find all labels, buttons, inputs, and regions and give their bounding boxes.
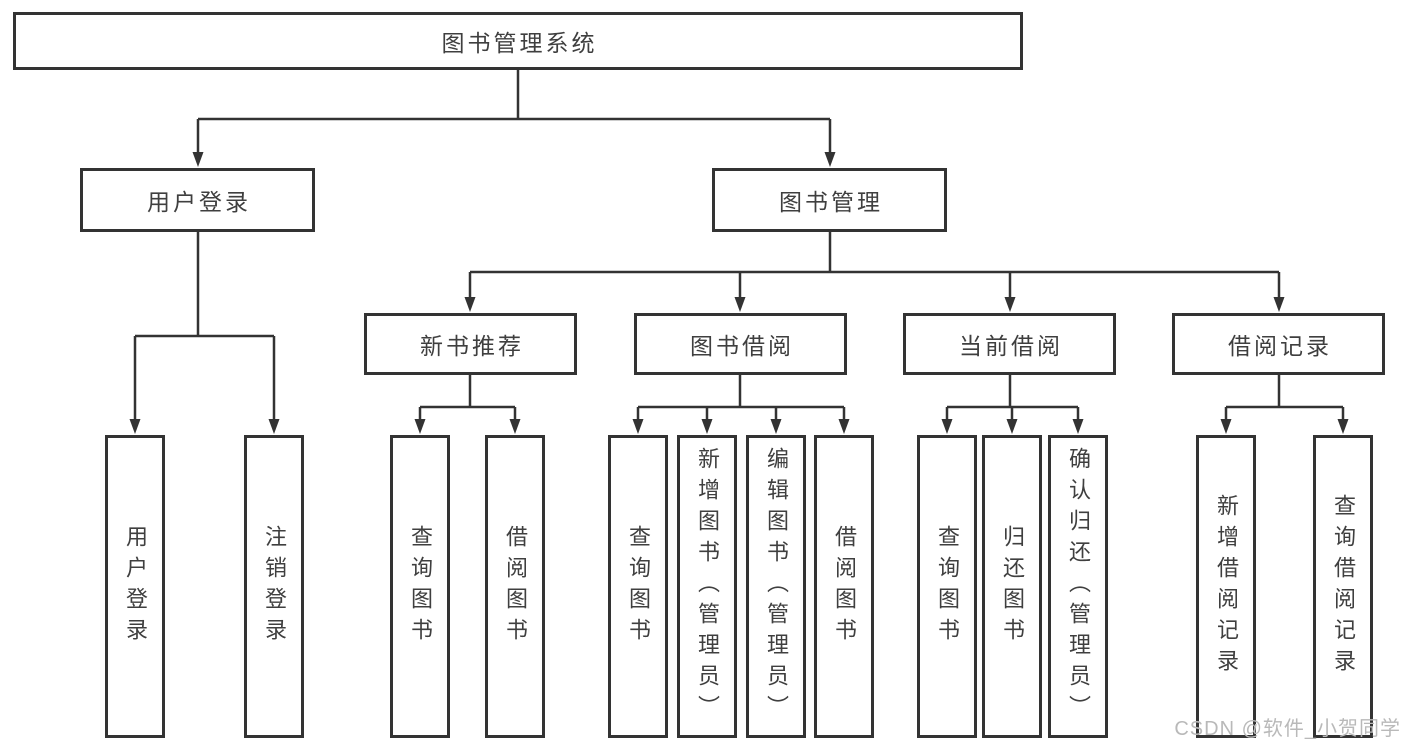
leaf-borrow-books-recommend-label: 借阅图书 (503, 524, 528, 649)
leaf-edit-book-admin-label: 编辑图书（管理员） (764, 447, 789, 726)
node-library-system: 图书管理系统 (13, 12, 1023, 70)
node-book-borrowing: 图书借阅 (634, 313, 847, 375)
arrowhead-icons (129, 152, 1349, 434)
leaf-borrow-books-recommend: 借阅图书 (485, 435, 545, 738)
leaf-query-books-current-label: 查询图书 (935, 524, 960, 649)
node-book-management-label: 图书管理 (779, 189, 883, 215)
node-library-system-label: 图书管理系统 (441, 30, 598, 56)
leaf-return-books-label: 归还图书 (1000, 524, 1025, 649)
leaf-query-borrow-record-label: 查询借阅记录 (1331, 493, 1356, 680)
leaf-add-borrow-record-label: 新增借阅记录 (1214, 493, 1239, 680)
leaf-user-login-label: 用户登录 (123, 524, 148, 649)
leaf-borrow-books-borrowing-label: 借阅图书 (832, 524, 857, 649)
leaf-add-book-admin-label: 新增图书（管理员） (695, 447, 720, 726)
leaf-query-borrow-record: 查询借阅记录 (1313, 435, 1373, 738)
leaf-borrow-books-borrowing: 借阅图书 (814, 435, 874, 738)
leaf-query-books-current: 查询图书 (917, 435, 977, 738)
leaf-add-borrow-record: 新增借阅记录 (1196, 435, 1256, 738)
leaf-user-login: 用户登录 (105, 435, 165, 738)
node-borrowing-records: 借阅记录 (1172, 313, 1385, 375)
leaf-query-books-borrowing-label: 查询图书 (626, 524, 651, 649)
node-borrowing-records-label: 借阅记录 (1228, 333, 1332, 359)
node-new-book-recommend-label: 新书推荐 (420, 333, 524, 359)
leaf-confirm-return-admin-label: 确认归还（管理员） (1066, 447, 1091, 726)
leaf-query-books-recommend: 查询图书 (390, 435, 450, 738)
node-book-management: 图书管理 (712, 168, 947, 232)
leaf-logout: 注销登录 (244, 435, 304, 738)
leaf-edit-book-admin: 编辑图书（管理员） (746, 435, 806, 738)
leaf-query-books-recommend-label: 查询图书 (408, 524, 433, 649)
leaf-confirm-return-admin: 确认归还（管理员） (1048, 435, 1108, 738)
node-new-book-recommend: 新书推荐 (364, 313, 577, 375)
leaf-query-books-borrowing: 查询图书 (608, 435, 668, 738)
node-book-borrowing-label: 图书借阅 (690, 333, 794, 359)
watermark: CSDN @软件_小贺同学 (1174, 718, 1401, 740)
node-user-login-label: 用户登录 (147, 189, 251, 215)
leaf-return-books: 归还图书 (982, 435, 1042, 738)
node-current-borrowing: 当前借阅 (903, 313, 1116, 375)
node-current-borrowing-label: 当前借阅 (959, 333, 1063, 359)
tree-edges (133, 70, 1345, 420)
leaf-add-book-admin: 新增图书（管理员） (677, 435, 737, 738)
leaf-logout-label: 注销登录 (262, 524, 287, 649)
node-user-login: 用户登录 (80, 168, 315, 232)
